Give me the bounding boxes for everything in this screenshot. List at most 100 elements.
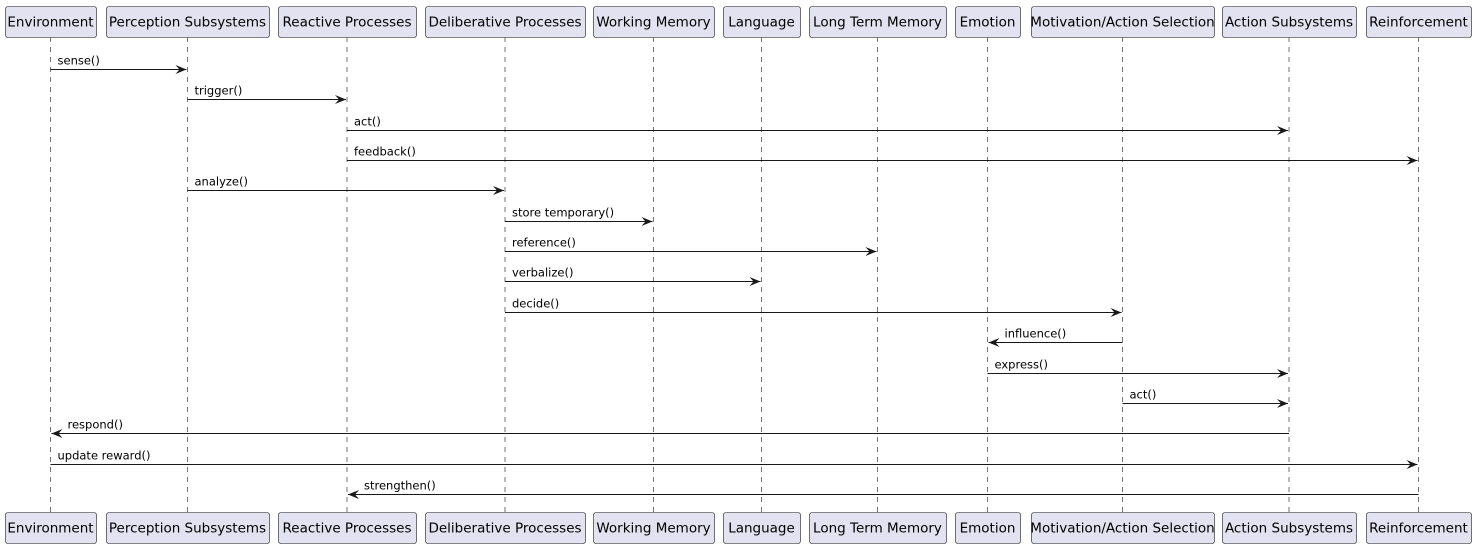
participant-label: Working Memory <box>596 15 710 31</box>
participant-label: Perception Subsystems <box>109 521 266 537</box>
message-label: respond() <box>68 418 123 432</box>
participant-emo-top: Emotion <box>955 6 1021 38</box>
message-label: express() <box>995 358 1049 372</box>
message-label: act() <box>1130 388 1157 402</box>
arrowhead-icon <box>865 247 877 256</box>
participant-box <box>809 6 947 38</box>
participant-delib-top: Deliberative Processes <box>425 6 586 38</box>
message-14: update reward() <box>50 449 1418 469</box>
arrowhead-icon <box>175 65 187 74</box>
participant-label: Emotion <box>960 15 1016 31</box>
participant-box <box>106 6 270 38</box>
message-label: trigger() <box>195 84 243 98</box>
message-1: sense() <box>50 54 187 74</box>
message-11: express() <box>987 358 1288 378</box>
arrowhead-icon <box>1406 156 1418 165</box>
participant-label: Motivation/Action Selection <box>1030 15 1214 31</box>
message-5: analyze() <box>187 175 504 195</box>
arrowhead-icon <box>335 95 346 104</box>
participant-box <box>723 6 801 38</box>
participant-label: Action Subsystems <box>1225 15 1353 31</box>
message-3: act() <box>347 115 1288 135</box>
participant-ltm-bottom: Long Term Memory <box>809 512 947 544</box>
participant-box <box>1031 512 1215 544</box>
message-4: feedback() <box>347 145 1418 165</box>
participant-box <box>278 512 417 544</box>
participant-box <box>5 6 97 38</box>
participant-box <box>593 512 715 544</box>
participant-box <box>5 512 97 544</box>
message-label: act() <box>354 115 381 129</box>
lifelines <box>50 37 1419 512</box>
participant-lang-top: Language <box>723 6 801 38</box>
message-9: decide() <box>505 297 1122 317</box>
participant-env-top: Environment <box>5 6 97 38</box>
participant-box <box>955 6 1021 38</box>
message-label: reference() <box>512 236 576 250</box>
participant-box <box>1222 6 1357 38</box>
message-15: strengthen() <box>348 479 1419 499</box>
message-label: verbalize() <box>512 266 573 280</box>
participant-label: Reinforcement <box>1369 521 1468 537</box>
participant-label: Action Subsystems <box>1225 521 1353 537</box>
participant-mot-top: Motivation/Action Selection <box>1030 6 1215 38</box>
messages: sense() trigger() act() feedback() analyze()… <box>50 54 1419 499</box>
participant-wm-top: Working Memory <box>593 6 715 38</box>
participant-label: Reinforcement <box>1369 15 1468 31</box>
participant-label: Language <box>728 521 795 537</box>
participant-row-bottom: Environment Perception Subsystems Reactive… <box>5 512 1472 544</box>
participant-env-bottom: Environment <box>5 512 97 544</box>
participant-box <box>425 512 586 544</box>
participant-react-top: Reactive Processes <box>278 6 417 38</box>
participant-act-top: Action Subsystems <box>1222 6 1357 38</box>
message-6: store temporary() <box>505 206 653 226</box>
message-8: verbalize() <box>505 266 761 286</box>
message-label: sense() <box>58 54 100 68</box>
participant-label: Language <box>728 15 795 31</box>
message-10: influence() <box>988 327 1123 347</box>
message-label: strengthen() <box>364 479 436 493</box>
message-label: update reward() <box>58 449 151 463</box>
message-13: respond() <box>51 418 1289 438</box>
participant-lang-bottom: Language <box>723 512 801 544</box>
arrowhead-icon <box>51 429 63 438</box>
participant-label: Working Memory <box>596 521 710 537</box>
participant-box <box>1366 512 1472 544</box>
participant-label: Reactive Processes <box>283 521 412 537</box>
participant-box <box>1222 512 1357 544</box>
participant-box <box>1366 6 1472 38</box>
arrowhead-icon <box>493 186 504 195</box>
participant-label: Long Term Memory <box>813 521 942 537</box>
message-label: store temporary() <box>512 206 614 220</box>
message-label: analyze() <box>195 175 248 189</box>
arrowhead-icon <box>1277 399 1288 408</box>
participant-box <box>955 512 1021 544</box>
message-label: feedback() <box>354 145 416 159</box>
participant-wm-bottom: Working Memory <box>593 512 715 544</box>
participant-perc-top: Perception Subsystems <box>106 6 270 38</box>
message-label: decide() <box>512 297 559 311</box>
participant-label: Motivation/Action Selection <box>1030 521 1214 537</box>
participant-label: Deliberative Processes <box>428 521 581 537</box>
participant-box <box>278 6 417 38</box>
arrowhead-icon <box>348 490 359 499</box>
arrowhead-icon <box>1406 460 1418 469</box>
arrowhead-icon <box>988 338 1000 347</box>
participant-box <box>809 512 947 544</box>
arrowhead-icon <box>641 217 653 226</box>
participant-mot-bottom: Motivation/Action Selection <box>1030 512 1215 544</box>
arrowhead-icon <box>1277 369 1288 378</box>
participant-label: Environment <box>7 521 93 537</box>
arrowhead-icon <box>1110 308 1122 317</box>
participant-label: Long Term Memory <box>813 15 942 31</box>
participant-box <box>1031 6 1215 38</box>
participant-reinf-top: Reinforcement <box>1366 6 1472 38</box>
participant-delib-bottom: Deliberative Processes <box>425 512 586 544</box>
participant-act-bottom: Action Subsystems <box>1222 512 1357 544</box>
participant-emo-bottom: Emotion <box>955 512 1021 544</box>
message-label: influence() <box>1005 327 1067 341</box>
message-2: trigger() <box>187 84 346 104</box>
participant-perc-bottom: Perception Subsystems <box>106 512 270 544</box>
arrowhead-icon <box>749 277 761 286</box>
